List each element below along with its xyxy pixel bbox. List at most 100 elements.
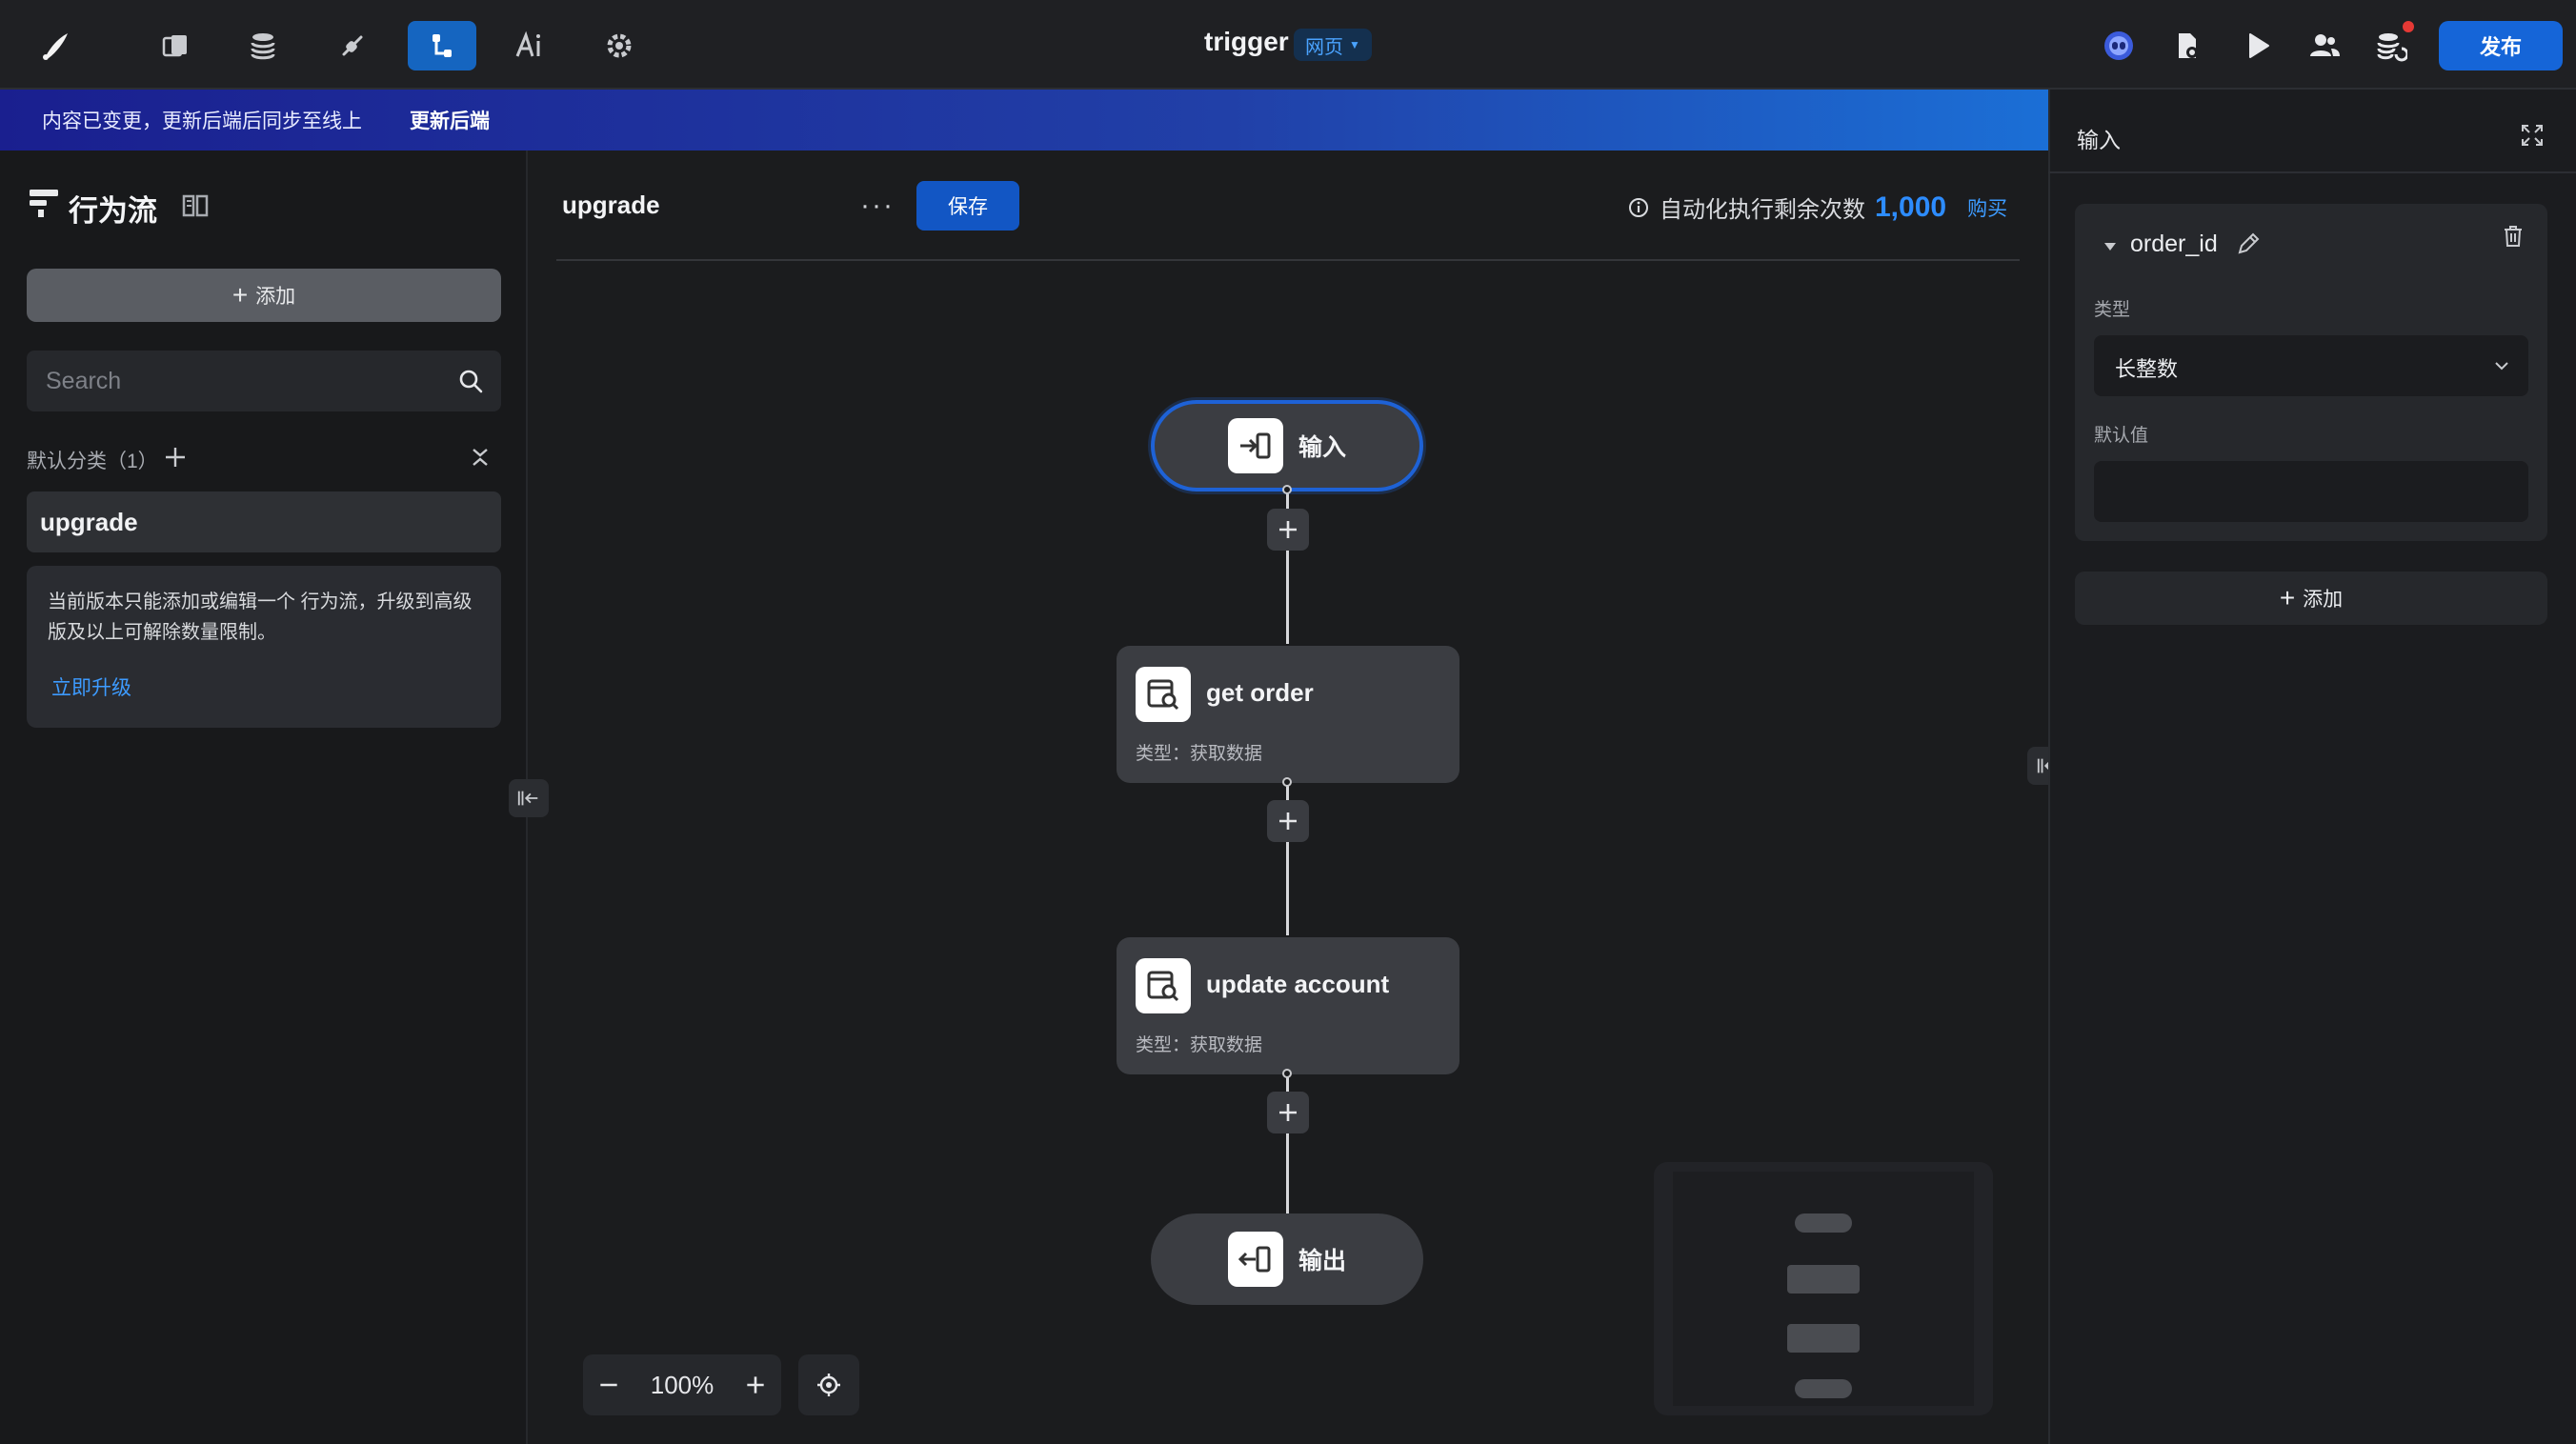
document-settings-icon[interactable] <box>2164 23 2210 69</box>
info-icon <box>1629 197 1648 217</box>
add-flow-label: 添加 <box>255 286 296 308</box>
update-account-node-title: update account <box>1206 970 1390 998</box>
quota-value: 1,000 <box>1875 191 1947 223</box>
book-icon[interactable] <box>179 189 211 221</box>
get-order-node[interactable]: get order 类型：获取数据 <box>1117 646 1459 783</box>
sync-banner: 内容已变更，更新后端后同步至线上 更新后端 <box>0 90 2048 150</box>
canvas-divider <box>556 259 2020 261</box>
preview-play-icon[interactable] <box>2235 23 2281 69</box>
copilot-icon[interactable] <box>2096 23 2142 69</box>
connector-line <box>1286 1074 1289 1213</box>
add-step-button[interactable] <box>1267 800 1309 842</box>
page-icon[interactable] <box>141 21 210 70</box>
caret-down-icon[interactable] <box>2102 238 2119 255</box>
collapse-all-icon[interactable] <box>467 444 493 471</box>
trash-icon[interactable] <box>2500 223 2526 250</box>
collapse-sidebar-button[interactable] <box>509 779 549 817</box>
upgrade-now-link[interactable]: 立即升级 <box>51 677 131 699</box>
quota-label: 自动化执行剩余次数 <box>1660 197 1865 223</box>
add-step-button[interactable] <box>1267 1092 1309 1133</box>
chevron-down-icon <box>2495 362 2508 371</box>
logo-icon[interactable] <box>21 21 90 70</box>
add-category-icon[interactable] <box>162 444 189 471</box>
settings-icon[interactable] <box>585 21 654 70</box>
connector-line <box>1286 783 1289 935</box>
collapse-left-icon <box>2037 758 2058 773</box>
get-order-node-title: get order <box>1206 678 1314 707</box>
input-node-label: 输入 <box>1298 434 1346 461</box>
buy-link[interactable]: 购买 <box>1967 197 2008 220</box>
flow-name: upgrade <box>562 191 660 219</box>
banner-text: 内容已变更，更新后端后同步至线上 <box>42 110 362 132</box>
type-select-value: 长整数 <box>2115 357 2179 381</box>
type-label: 类型 <box>2094 300 2131 320</box>
flow-list-item-label: upgrade <box>40 508 138 536</box>
minimap[interactable] <box>1654 1162 1993 1415</box>
update-backend-link[interactable]: 更新后端 <box>410 110 490 132</box>
get-order-node-type: 类型：获取数据 <box>1136 744 1263 764</box>
minimap-node <box>1787 1324 1860 1353</box>
ai-icon[interactable] <box>495 21 564 70</box>
users-icon[interactable] <box>2302 23 2347 69</box>
zoom-in-icon[interactable] <box>743 1373 768 1397</box>
app-title: trigger <box>1204 27 1289 56</box>
edit-icon[interactable] <box>2235 231 2262 257</box>
more-options-button[interactable]: ··· <box>860 190 895 221</box>
env-badge[interactable]: 网页 ▼ <box>1294 29 1372 61</box>
panel-divider <box>2048 171 2576 173</box>
type-select[interactable]: 长整数 <box>2094 335 2528 396</box>
api-icon[interactable] <box>318 21 387 70</box>
search-box <box>27 351 501 411</box>
upgrade-notice-text: 当前版本只能添加或编辑一个 行为流，升级到高级版及以上可解除数量限制。 <box>48 592 473 643</box>
query-data-icon <box>1136 958 1191 1013</box>
update-account-node-type: 类型：获取数据 <box>1136 1035 1263 1055</box>
update-account-node[interactable]: update account 类型：获取数据 <box>1117 937 1459 1074</box>
add-flow-button[interactable]: + 添加 <box>27 269 501 322</box>
output-port[interactable] <box>1282 485 1292 494</box>
quota-info: 自动化执行剩余次数 1,000 购买 <box>1627 191 2007 224</box>
save-button[interactable]: 保存 <box>916 181 1019 231</box>
expand-icon[interactable] <box>2519 122 2546 149</box>
minimap-node <box>1795 1213 1852 1233</box>
search-input[interactable] <box>46 351 446 411</box>
search-icon[interactable] <box>457 368 484 394</box>
add-step-button[interactable] <box>1267 509 1309 551</box>
flow-list-item[interactable]: upgrade <box>27 491 501 552</box>
caret-down-icon: ▼ <box>1349 38 1360 51</box>
default-value-input[interactable] <box>2094 461 2528 522</box>
env-badge-label: 网页 <box>1305 36 1343 58</box>
input-node-icon <box>1227 418 1283 473</box>
minimap-viewport <box>1673 1172 1974 1406</box>
database-icon[interactable] <box>229 21 297 70</box>
minimap-node <box>1795 1379 1852 1398</box>
output-node-label: 输出 <box>1298 1248 1346 1274</box>
output-port[interactable] <box>1282 1069 1292 1078</box>
notification-dot <box>2403 21 2414 32</box>
output-node[interactable]: 输出 <box>1151 1213 1423 1305</box>
plus-icon <box>1279 812 1297 830</box>
zoom-out-icon[interactable] <box>596 1373 621 1397</box>
output-node-icon <box>1227 1232 1283 1287</box>
plus-icon <box>1279 521 1297 538</box>
locate-icon <box>817 1374 840 1396</box>
param-name: order_id <box>2130 231 2218 257</box>
fit-view-button[interactable] <box>798 1354 859 1415</box>
category-label[interactable]: 默认分类（1） <box>27 451 158 472</box>
database-sync-icon[interactable] <box>2368 23 2414 69</box>
minimap-node <box>1787 1265 1860 1294</box>
add-param-button[interactable]: + 添加 <box>2075 572 2547 625</box>
flow-icon[interactable] <box>408 21 476 70</box>
zoom-controls: 100% <box>583 1354 781 1415</box>
publish-button[interactable]: 发布 <box>2439 21 2563 70</box>
flow-list-icon <box>30 190 58 217</box>
query-data-icon <box>1136 667 1191 722</box>
flow-sidebar <box>0 150 528 1444</box>
plus-icon <box>1279 1104 1297 1121</box>
input-node[interactable]: 输入 <box>1151 400 1423 491</box>
top-bar: trigger 网页 ▼ 发布 <box>0 0 2576 90</box>
default-value-label: 默认值 <box>2094 426 2149 446</box>
plus-icon: + <box>2279 583 2296 612</box>
connector-line <box>1286 490 1289 644</box>
sidebar-title: 行为流 <box>69 194 157 228</box>
output-port[interactable] <box>1282 777 1292 787</box>
